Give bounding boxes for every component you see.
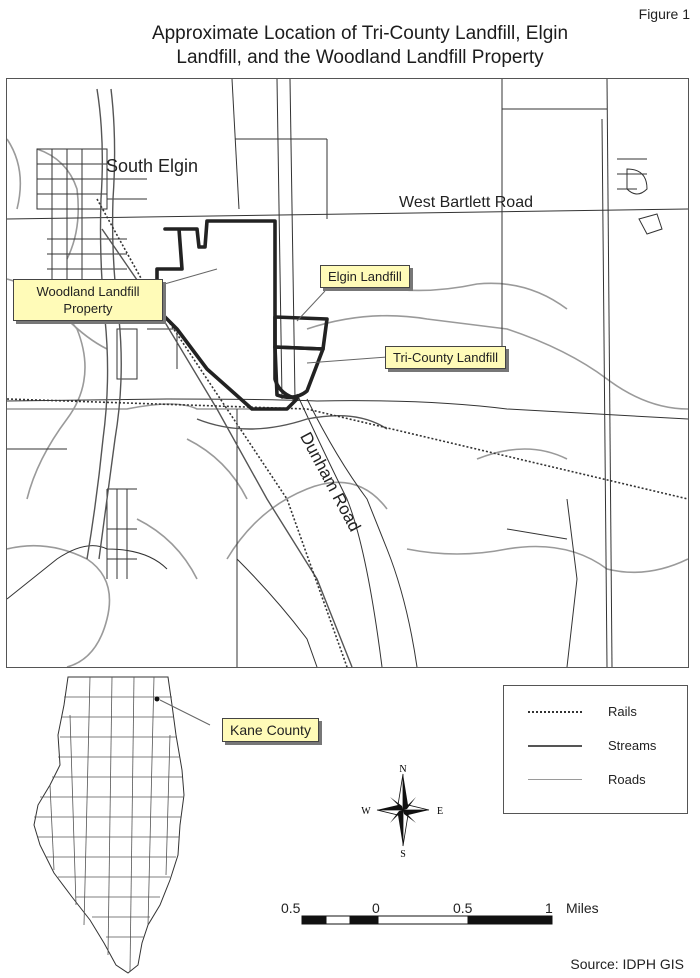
county-lines bbox=[34, 676, 183, 972]
scale-label-1: 0 bbox=[372, 900, 380, 916]
scale-labels: 0.5 0 0.5 1 Miles bbox=[278, 900, 608, 918]
main-map: South Elgin West Bartlett Road Dunham Ro… bbox=[6, 78, 689, 668]
compass-e: E bbox=[437, 806, 443, 817]
legend-item-roads: Roads bbox=[504, 770, 687, 790]
tri-county-landfill-boundary bbox=[273, 345, 325, 400]
legend-label-roads: Roads bbox=[608, 772, 646, 787]
rails-swatch bbox=[528, 711, 582, 713]
illinois-outline bbox=[33, 676, 185, 974]
compass-n: N bbox=[399, 764, 406, 775]
map-legend: Rails Streams Roads bbox=[503, 685, 688, 814]
legend-item-streams: Streams bbox=[504, 736, 687, 756]
scale-bar bbox=[301, 915, 553, 925]
site-boundaries bbox=[155, 219, 329, 411]
roads-layer bbox=[7, 138, 688, 667]
legend-item-rails: Rails bbox=[504, 702, 687, 722]
elgin-landfill-boundary bbox=[273, 315, 329, 351]
compass-w: W bbox=[361, 806, 371, 817]
scale-unit: Miles bbox=[566, 900, 599, 916]
kane-county-marker bbox=[154, 696, 160, 702]
scale-label-3: 1 bbox=[545, 900, 553, 916]
legend-label-rails: Rails bbox=[608, 704, 637, 719]
roads-swatch bbox=[528, 779, 582, 780]
woodland-landfill-callout: Woodland Landfill Property bbox=[13, 279, 163, 321]
kane-county-leader bbox=[159, 699, 211, 726]
woodland-callout-line-2: Property bbox=[63, 301, 113, 316]
scale-label-0: 0.5 bbox=[281, 900, 301, 916]
source-credit: Source: IDPH GIS bbox=[570, 956, 684, 972]
compass-rose-icon: N S E W bbox=[361, 764, 443, 858]
tri-county-landfill-callout: Tri-County Landfill bbox=[385, 346, 507, 369]
west-bartlett-road-label: West Bartlett Road bbox=[399, 194, 533, 211]
kane-county-callout: Kane County bbox=[222, 718, 319, 742]
south-elgin-label: South Elgin bbox=[106, 156, 199, 176]
scale-label-2: 0.5 bbox=[453, 900, 473, 916]
woodland-callout-line-1: Woodland Landfill bbox=[36, 284, 140, 299]
compass-s: S bbox=[400, 849, 406, 858]
map-title: Approximate Location of Tri-County Landf… bbox=[60, 22, 660, 70]
illinois-inset-map bbox=[33, 676, 211, 974]
map-title-line-1: Approximate Location of Tri-County Landf… bbox=[151, 23, 569, 44]
town-grid bbox=[36, 148, 663, 279]
map-title-line-2: Landfill, and the Woodland Landfill Prop… bbox=[176, 47, 544, 68]
rails-layer bbox=[7, 198, 688, 667]
legend-label-streams: Streams bbox=[608, 738, 657, 753]
elgin-landfill-callout: Elgin Landfill bbox=[320, 265, 410, 288]
figure-label: Figure 1 bbox=[638, 6, 690, 22]
streams-swatch bbox=[528, 745, 582, 747]
